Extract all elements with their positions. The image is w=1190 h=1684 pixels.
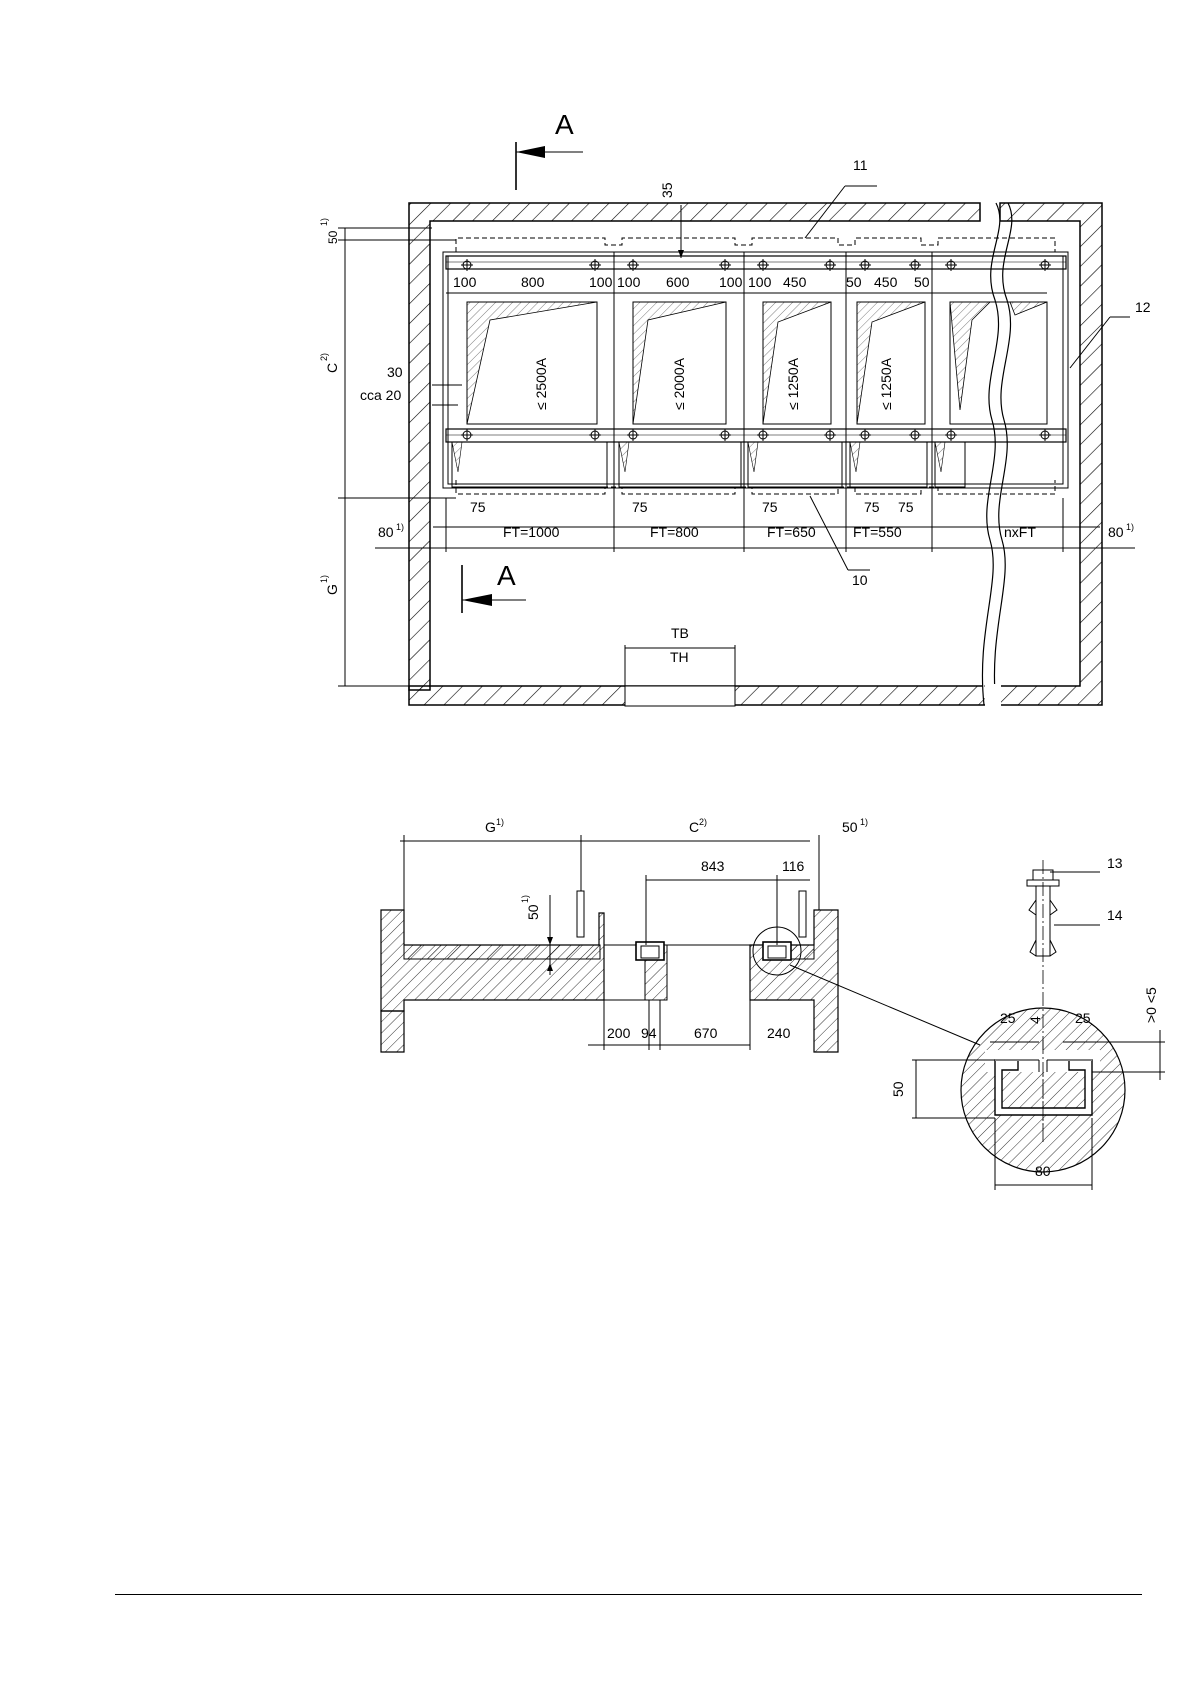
detail-dim-50: 50 xyxy=(890,1081,906,1097)
channel-detail-circle xyxy=(961,1008,1125,1172)
width-ft-800: FT=800 xyxy=(650,524,699,540)
plan-view: TB TH A A xyxy=(319,109,1151,708)
sec-dim-94: 94 xyxy=(641,1025,657,1041)
sec-dim-116: 116 xyxy=(782,858,805,874)
ref-13: 13 xyxy=(1107,855,1123,871)
trench-tb-label: TB xyxy=(671,625,689,641)
panel-dim-2: 800 xyxy=(521,274,545,290)
sec-dim-g: G xyxy=(485,819,496,835)
panel-dim-11: 50 xyxy=(914,274,930,290)
width-ft-550: FT=550 xyxy=(853,524,902,540)
ref-10: 10 xyxy=(852,572,868,588)
dim-cca20: cca 20 xyxy=(360,387,401,403)
panel-dim-5: 600 xyxy=(666,274,690,290)
offset-75-1: 75 xyxy=(470,499,486,515)
width-ft-650: FT=650 xyxy=(767,524,816,540)
sec-dim-50-sup: 1) xyxy=(860,817,868,827)
panel-dimension-row: 100 800 100 100 600 100 100 450 50 450 5… xyxy=(446,274,1047,293)
sec-dim-50-vert: 50 xyxy=(525,904,541,920)
panel-dim-8: 450 xyxy=(783,274,807,290)
dim-g-sup: 1) xyxy=(319,575,329,583)
panel-ratings: ≤ 2500A ≤ 2000A ≤ 1250A ≤ 1250A xyxy=(533,357,894,410)
panel-widths-row: 75 75 75 75 75 FT=1000 FT=800 FT=650 FT=… xyxy=(375,498,1135,552)
ref-14: 14 xyxy=(1107,907,1123,923)
sec-dim-240: 240 xyxy=(767,1025,791,1041)
offset-75-3: 75 xyxy=(762,499,778,515)
dim-80-right: 80 xyxy=(1108,524,1124,540)
offset-75-2: 75 xyxy=(632,499,648,515)
width-ft-1000: FT=1000 xyxy=(503,524,560,540)
dim-50-top-sup: 1) xyxy=(319,218,329,226)
dim-80-left: 80 xyxy=(378,524,394,540)
dim-30: 30 xyxy=(387,364,403,380)
lower-compartments xyxy=(452,442,965,487)
width-nxft: nxFT xyxy=(1004,524,1036,540)
panel-dim-6: 100 xyxy=(719,274,743,290)
panel-dim-7: 100 xyxy=(748,274,772,290)
sec-dim-50-vert-sup: 1) xyxy=(520,895,530,903)
cable-trench: TB TH xyxy=(625,625,735,706)
rating-panel-3: ≤ 1250A xyxy=(785,357,801,410)
left-dimensions: 50 1) C 2) G 1) 30 cca 20 xyxy=(319,218,462,686)
dim-50-top: 50 xyxy=(326,230,340,244)
rating-panel-2: ≤ 2000A xyxy=(671,357,687,410)
ref-12: 12 xyxy=(1135,299,1151,315)
dim-c: C xyxy=(324,363,340,373)
sec-dim-c: C xyxy=(689,819,699,835)
detail-dim-25-right: 25 xyxy=(1075,1010,1091,1026)
panel-dim-10: 450 xyxy=(874,274,898,290)
detail-dim-4: 4 xyxy=(1027,1016,1043,1024)
rating-panel-1: ≤ 2500A xyxy=(533,357,549,410)
panel-dim-1: 100 xyxy=(453,274,477,290)
section-view: G 1) C 2) 50 1) 50 1) 843 116 200 94 670… xyxy=(381,817,980,1052)
detail-dim-gap: >0 <5 xyxy=(1143,987,1159,1023)
trench-th-label: TH xyxy=(670,649,689,665)
panel-dim-3: 100 xyxy=(589,274,613,290)
dim-35: 35 xyxy=(659,182,675,198)
dim-80-right-sup: 1) xyxy=(1126,522,1134,532)
dim-c-sup: 2) xyxy=(319,353,329,361)
dim-g: G xyxy=(324,584,340,595)
detail-dim-80: 80 xyxy=(1035,1163,1051,1179)
dim-80-left-sup: 1) xyxy=(396,522,404,532)
sec-dim-670: 670 xyxy=(694,1025,718,1041)
section-marker-bottom: A xyxy=(462,560,526,613)
sec-dim-50: 50 xyxy=(842,819,858,835)
offset-75-4: 75 xyxy=(864,499,880,515)
section-marker-top: A xyxy=(516,109,583,190)
panel-dim-4: 100 xyxy=(617,274,641,290)
sec-dim-200: 200 xyxy=(607,1025,631,1041)
sec-dim-843: 843 xyxy=(701,858,725,874)
offset-75-5: 75 xyxy=(898,499,914,515)
section-letter-bottom: A xyxy=(497,560,516,591)
sec-dim-g-sup: 1) xyxy=(496,817,504,827)
panel-dim-9: 50 xyxy=(846,274,862,290)
section-letter-top: A xyxy=(555,109,574,140)
rating-panel-4: ≤ 1250A xyxy=(878,357,894,410)
detail-dim-25-left: 25 xyxy=(1000,1010,1016,1026)
detail-view: 13 14 25 4 25 50 xyxy=(890,855,1165,1190)
ref-11: 11 xyxy=(853,157,868,173)
sec-dim-c-sup: 2) xyxy=(699,817,707,827)
cable-openings xyxy=(467,302,1047,424)
footer-rule xyxy=(115,1594,1142,1595)
